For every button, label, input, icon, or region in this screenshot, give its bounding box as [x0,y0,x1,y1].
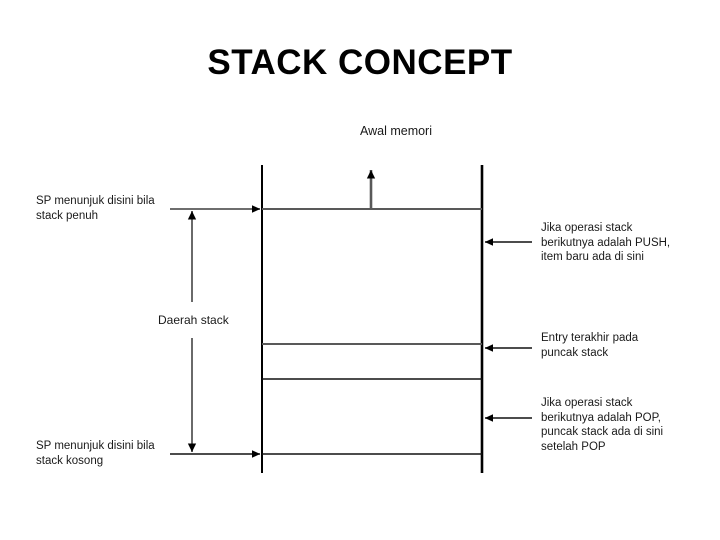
label-daerah-stack: Daerah stack [158,313,229,327]
page-title: STACK CONCEPT [207,43,513,82]
label-awal-memori: Awal memori [359,124,432,138]
label-sp-stack-kosong: SP menunjuk disini bila stack kosong [36,440,155,467]
label-entry-terakhir: Entry terakhir pada puncak stack [541,332,639,359]
label-next-operation-pop: Jika operasi stack berikutnya adalah POP… [541,397,664,453]
label-sp-stack-penuh: SP menunjuk disini bila stack penuh [36,195,155,222]
label-next-operation-push: Jika operasi stack berikutnya adalah PUS… [541,222,671,263]
